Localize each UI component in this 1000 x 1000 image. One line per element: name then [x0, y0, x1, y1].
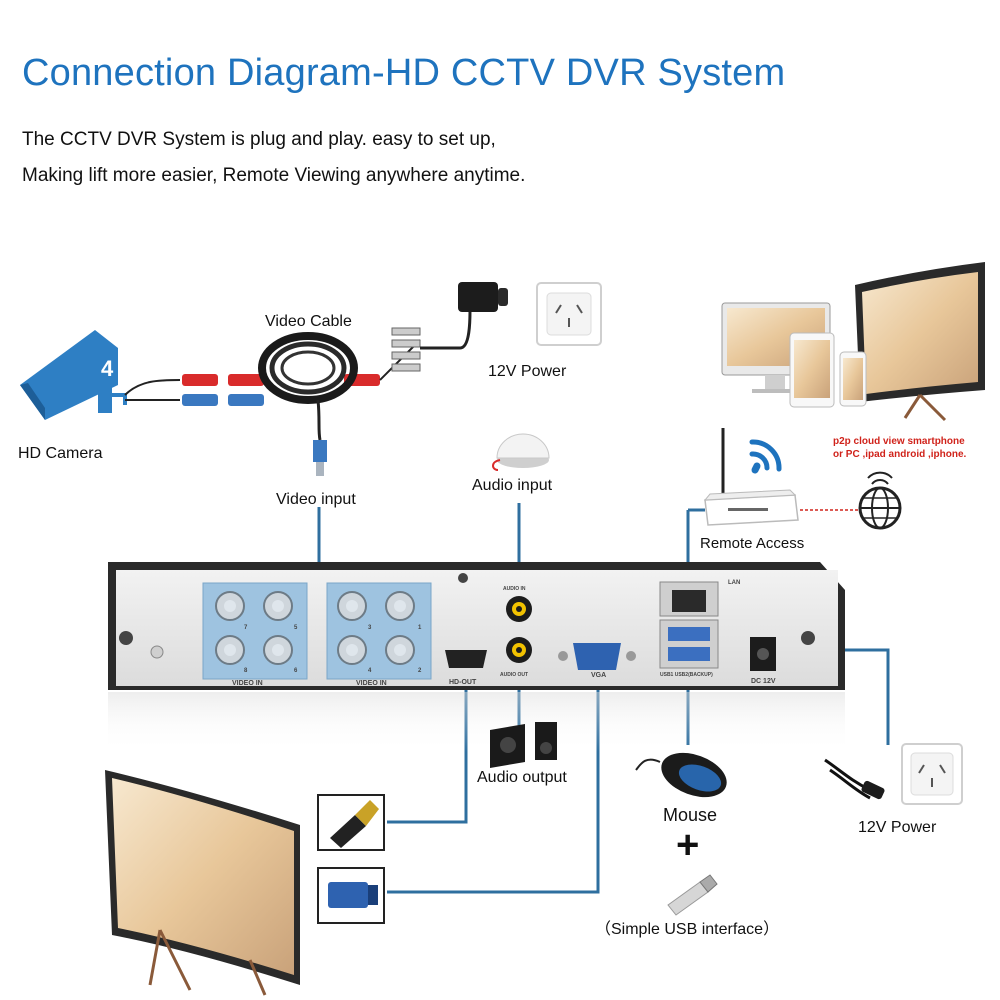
port-number-5: 5 — [294, 625, 298, 631]
dvr-rear-panel — [108, 562, 845, 752]
port-number-1: 1 — [418, 625, 422, 631]
usb-interface-label: （Simple USB interface） — [595, 921, 780, 938]
panel-dc: DC 12V — [751, 678, 776, 685]
panel-hd-out: HD-OUT — [449, 679, 477, 686]
panel-vga: VGA — [591, 672, 607, 679]
power-adapter-icon — [458, 282, 508, 312]
plus-sign: + — [676, 823, 700, 867]
speakers-icon — [490, 722, 557, 768]
power-12v-top-label: 12V Power — [488, 363, 567, 380]
wifi-icon — [749, 439, 782, 474]
p2p-note-line-1: p2p cloud view smartphone — [833, 436, 965, 447]
audio-in-port-icon — [506, 596, 532, 622]
wall-outlet-right-icon — [901, 743, 963, 805]
port-number-7: 7 — [244, 625, 248, 631]
vga-cable-icon — [317, 867, 385, 924]
usb-stick-icon — [667, 874, 718, 916]
video-cable-label: Video Cable — [265, 313, 352, 330]
smartphone-icon — [839, 351, 867, 407]
panel-audio-in: AUDIO IN — [503, 586, 526, 592]
panel-video-in-left: VIDEO IN — [232, 680, 263, 687]
audio-out-port-icon — [506, 637, 532, 663]
power-splitter-icon — [379, 309, 472, 381]
power-cable-right-icon — [824, 758, 885, 800]
hdtv-monitor-icon — [105, 770, 300, 996]
wall-outlet-top-icon — [536, 282, 602, 346]
vga-port-icon — [558, 643, 636, 670]
hdmi-cable-icon — [317, 794, 385, 851]
port-number-2: 2 — [418, 668, 422, 674]
port-number-8: 8 — [244, 668, 248, 674]
video-input-label: Video input — [276, 491, 356, 508]
router-icon — [703, 428, 799, 526]
panel-lan: LAN — [728, 580, 741, 586]
intro-line-1: The CCTV DVR System is plug and play. ea… — [22, 129, 496, 150]
panel-audio-out: AUDIO OUT — [500, 672, 529, 678]
usb-port-icon — [659, 619, 719, 669]
globe-icon — [858, 471, 902, 530]
page-title: Connection Diagram-HD CCTV DVR System — [22, 52, 786, 94]
mouse-icon — [635, 752, 727, 798]
lan-port-icon — [659, 581, 719, 617]
port-number-6: 6 — [294, 668, 298, 674]
p2p-note-line-2: or PC ,ipad android ,iphone. — [833, 449, 967, 460]
svg-text:4: 4 — [101, 356, 114, 381]
hdmi-port-icon — [445, 650, 487, 668]
panel-video-in-right: VIDEO IN — [356, 680, 387, 687]
audio-output-label: Audio output — [477, 769, 567, 786]
video-cable-coil-icon — [258, 332, 358, 404]
microphone-icon — [492, 433, 550, 471]
remote-access-label: Remote Access — [700, 535, 805, 552]
dc-power-port-icon — [750, 637, 776, 671]
bnc-blue-connector-icon — [182, 394, 264, 406]
curved-monitor-small-icon — [855, 262, 985, 422]
tablet-icon — [789, 332, 835, 408]
power-12v-right-label: 12V Power — [858, 819, 937, 836]
camera-icon: 4 — [20, 330, 127, 420]
hd-camera-label: HD Camera — [18, 445, 103, 462]
port-number-4: 4 — [368, 668, 372, 674]
mouse-label: Mouse — [663, 805, 718, 825]
panel-usb: USB1 USB2(BACKUP) — [660, 672, 713, 678]
intro-line-2: Making lift more easier, Remote Viewing … — [22, 165, 526, 186]
bnc-plug-icon — [313, 440, 327, 476]
port-number-3: 3 — [368, 625, 372, 631]
audio-input-label: Audio input — [472, 477, 553, 494]
